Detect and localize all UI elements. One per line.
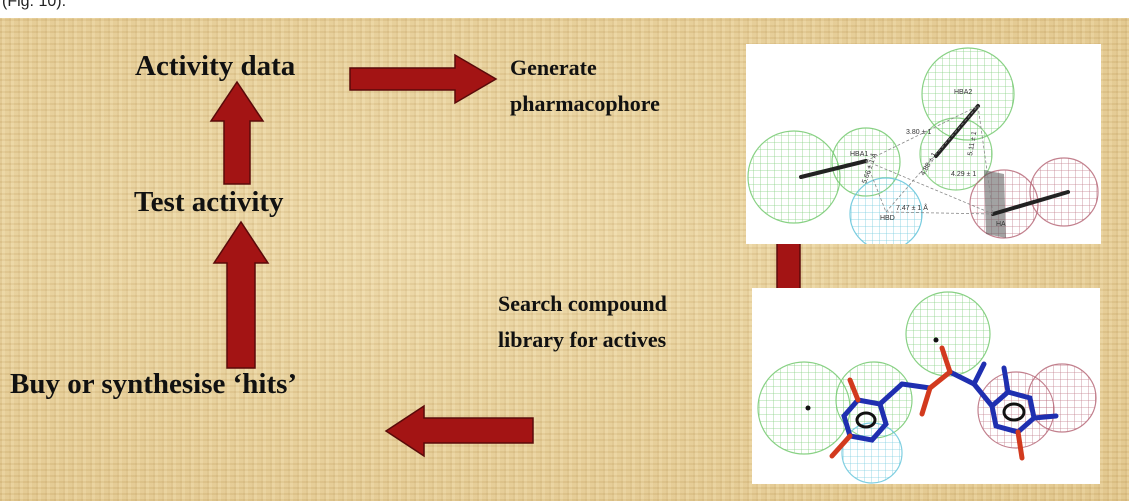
aromatic-rings bbox=[855, 402, 1026, 429]
feature-spheres bbox=[747, 47, 1099, 244]
step-activity-data: Activity data bbox=[135, 50, 296, 82]
step-search-line1: Search compound bbox=[498, 291, 667, 316]
sphere-cyan bbox=[849, 177, 923, 244]
compound-fit-image bbox=[752, 288, 1100, 484]
label-hbd: HBD bbox=[880, 215, 895, 222]
step-generate-pharmacophore: Generate pharmacophore bbox=[510, 50, 660, 122]
arrow-up-icon bbox=[209, 80, 265, 185]
feature-vectors bbox=[799, 104, 1070, 216]
label-dist-4-29: 4.29 ± 1 bbox=[951, 171, 976, 178]
pharmacophore-model-image: HBA1 HBA2 HBD HA 7.47 ± 1 Å 3.80 ± 1 4.2… bbox=[746, 44, 1101, 244]
arrow-left-icon bbox=[384, 404, 534, 458]
label-dist-3-80: 3.80 ± 1 bbox=[906, 129, 931, 136]
caption-strip: (Fig. 10). bbox=[0, 0, 1129, 18]
step-search-line2: library for actives bbox=[498, 327, 667, 352]
step-generate-line1: Generate bbox=[510, 55, 597, 80]
step-test-activity: Test activity bbox=[134, 186, 284, 218]
label-hba2: HBA2 bbox=[954, 89, 972, 96]
distance-lines bbox=[865, 105, 994, 215]
figure-caption: (Fig. 10). bbox=[2, 0, 67, 10]
molecule-bonds bbox=[829, 345, 1059, 461]
sphere-green bbox=[919, 117, 993, 191]
step-search-library: Search compound library for actives bbox=[498, 286, 667, 358]
label-dist-7-47: 7.47 ± 1 Å bbox=[896, 203, 928, 212]
sphere-green bbox=[757, 361, 851, 455]
compound-fit-svg bbox=[757, 291, 1097, 484]
arrow-up-icon bbox=[212, 220, 270, 369]
label-hba1: HBA1 bbox=[850, 151, 868, 158]
sphere-green bbox=[747, 130, 841, 224]
step-generate-line2: pharmacophore bbox=[510, 91, 660, 116]
label-dist-5-11: 5.11 ± 1 bbox=[967, 131, 978, 157]
pharmacophore-model-svg: HBA1 HBA2 HBD HA 7.47 ± 1 Å 3.80 ± 1 4.2… bbox=[747, 47, 1099, 244]
arrow-right-icon bbox=[349, 53, 498, 105]
step-buy-hits: Buy or synthesise ‘hits’ bbox=[10, 368, 298, 400]
sphere-red bbox=[1027, 363, 1097, 433]
label-ha: HA bbox=[996, 221, 1006, 228]
